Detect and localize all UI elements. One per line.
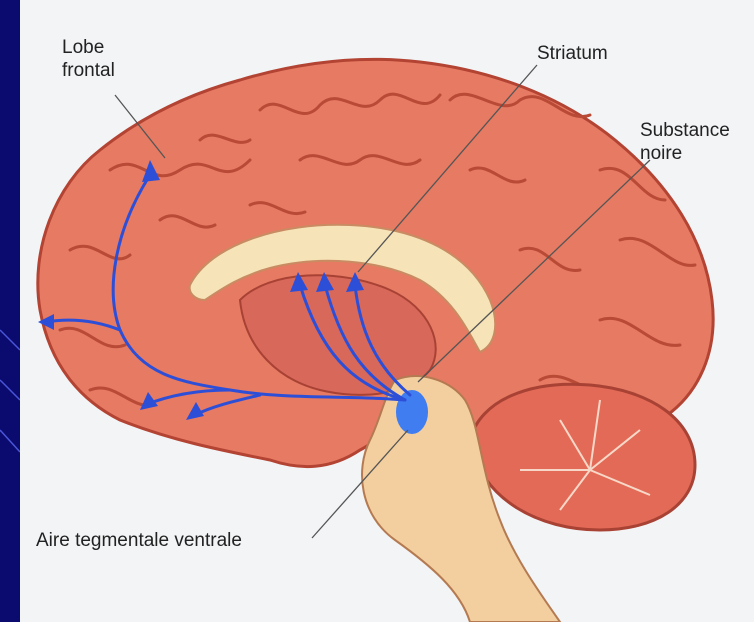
label-substance-noire-line1: Substance bbox=[640, 119, 730, 142]
label-substance-noire: Substance noire bbox=[640, 119, 730, 165]
label-lobe-frontal-line1: Lobe bbox=[62, 36, 115, 59]
label-lobe-frontal: Lobe frontal bbox=[62, 36, 115, 82]
label-aire-tegmentale-ventrale: Aire tegmentale ventrale bbox=[36, 529, 242, 552]
label-lobe-frontal-line2: frontal bbox=[62, 59, 115, 82]
label-striatum: Striatum bbox=[537, 42, 608, 65]
label-substance-noire-line2: noire bbox=[640, 142, 730, 165]
